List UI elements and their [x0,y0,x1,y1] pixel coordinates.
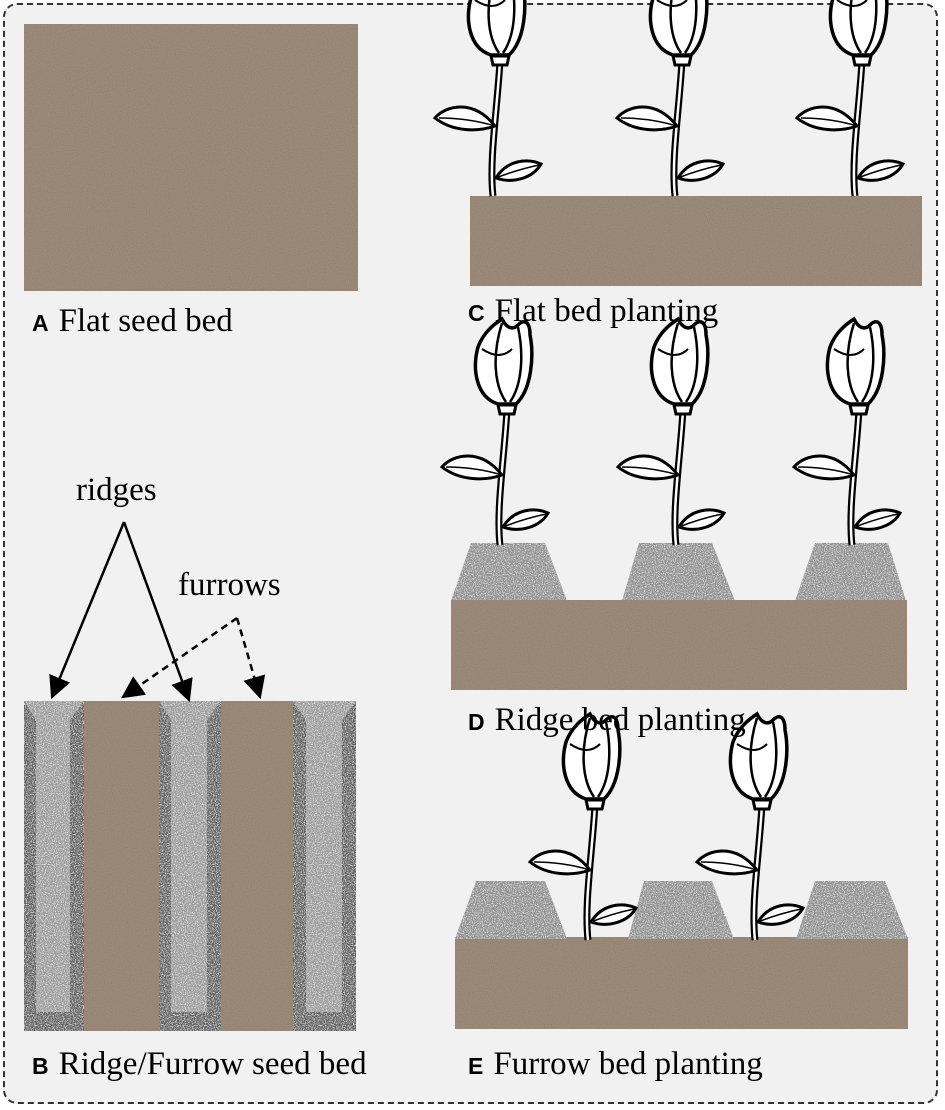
panel-a-text: Flat seed bed [58,303,233,339]
panel-d-ridges [451,543,906,601]
panel-a-caption: A Flat seed bed [32,305,233,338]
panel-e-letter: E [468,1053,484,1079]
panel-b-text: Ridge/Furrow seed bed [58,1046,367,1082]
panel-c-letter: C [468,300,485,326]
panel-a-soil [24,24,358,291]
furrows-arrows [121,616,266,700]
panel-d-caption: D Ridge bed planting [468,704,746,737]
ridges-label: ridges [76,472,157,508]
furrows-label: furrows [178,567,281,603]
panel-c-caption: C Flat bed planting [468,295,718,328]
panel-e-ridges [455,881,908,939]
panel-d-letter: D [468,709,485,735]
panel-c-plants [435,0,903,196]
panel-e-soil [455,937,908,1029]
panel-a-letter: A [32,310,49,336]
panel-b-bed [24,701,356,1031]
panel-b-ridge-3 [293,701,356,1031]
ridges-arrows [49,521,193,703]
panel-b-ridge-1 [24,701,84,1031]
panel-e-caption: E Furrow bed planting [468,1048,763,1081]
panel-b-ridge-2 [159,701,221,1031]
panel-d-text: Ridge bed planting [494,702,746,738]
panel-e-text: Furrow bed planting [493,1046,763,1082]
panel-c-soil [470,196,922,286]
panel-b-letter: B [32,1053,49,1079]
panel-c-text: Flat bed planting [494,293,719,329]
panel-d-plants [442,319,900,545]
panel-d-soil [451,600,907,690]
panel-b-caption: B Ridge/Furrow seed bed [32,1048,367,1081]
